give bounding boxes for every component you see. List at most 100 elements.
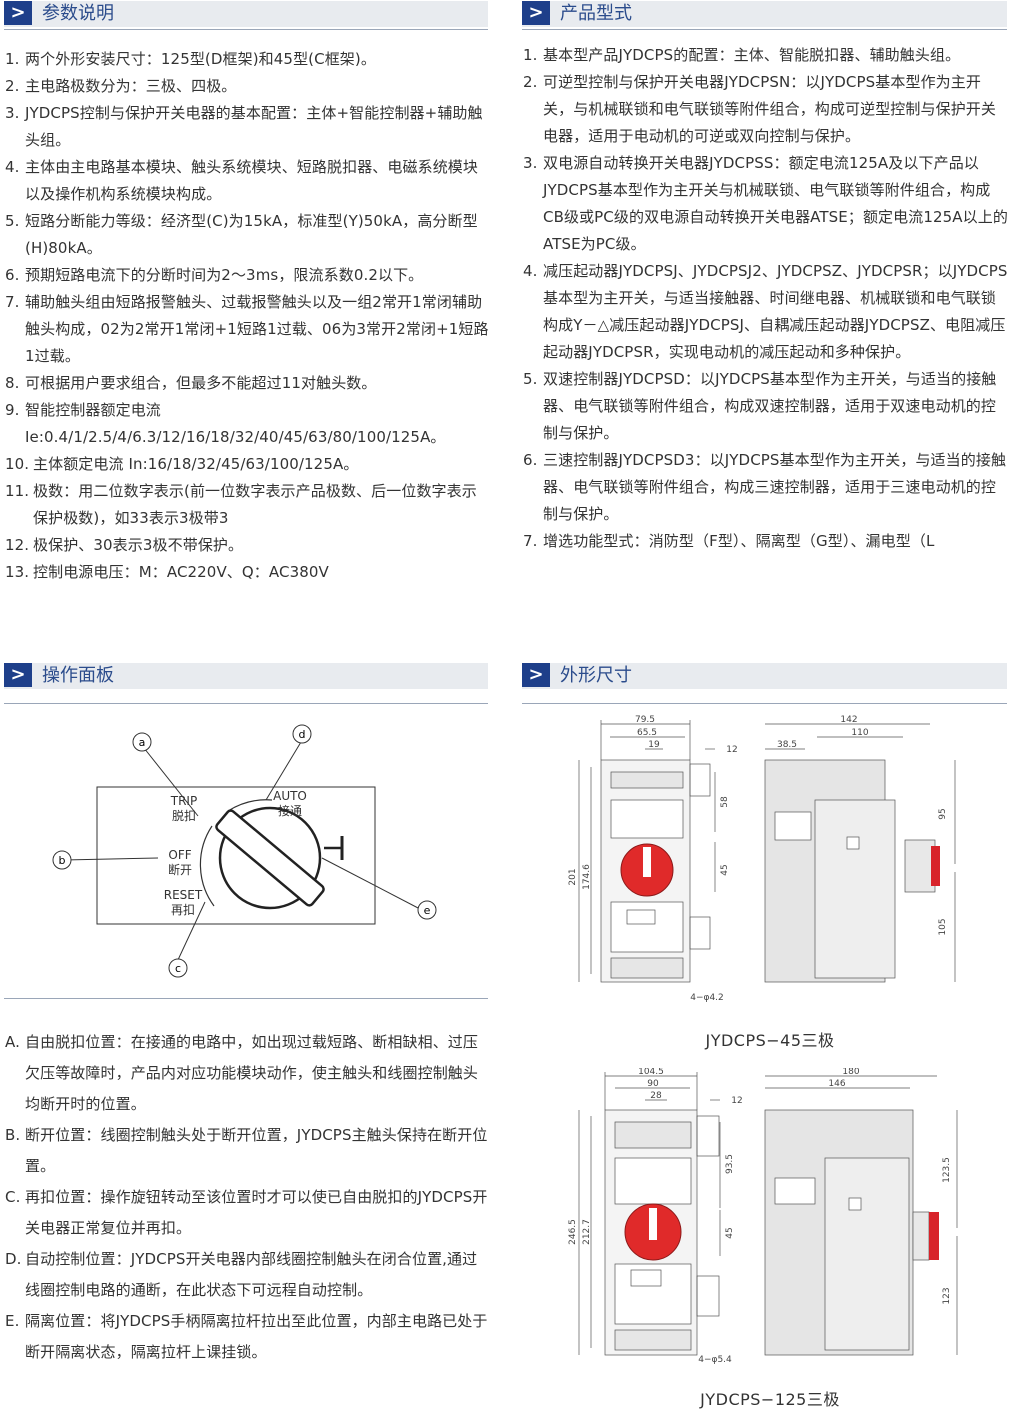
list-item: 3.JYDCPS控制与保护开关电器的基本配置：主体+智能控制器+辅助触头组。 (5, 100, 490, 154)
list-item-text: 断开位置：线圈控制触头处于断开位置，JYDCPS主触头保持在断开位置。 (25, 1126, 488, 1175)
list-item: 3. 双电源自动转换开关电器JYDCPSS：额定电流125A及以下产品以JYDCP… (523, 150, 1009, 258)
list-item-number: 9. (5, 401, 20, 419)
svg-text:a: a (139, 736, 146, 749)
svg-text:19: 19 (648, 740, 660, 750)
svg-text:c: c (175, 962, 181, 975)
off-label-cn: 断开 (168, 862, 192, 877)
list-item: D.自动控制位置：JYDCPS开关电器内部线圈控制触头在闭合位置,通过线圈控制电… (5, 1244, 490, 1306)
list-item-text: 主电路极数分为：三极、四极。 (25, 77, 237, 95)
svg-text:4−φ5.4: 4−φ5.4 (698, 1355, 732, 1365)
list-item-number: 7. (5, 293, 20, 311)
list-item: 7. 增选功能型式：消防型（F型）、隔离型（G型）、漏电型（L (523, 528, 1009, 555)
list-item-text: 自由脱扣位置：在接通的电路中，如出现过载短路、断相缺相、过压欠压等故障时，产品内… (25, 1033, 479, 1113)
list-item-number: 3. (523, 154, 538, 172)
svg-text:b: b (59, 854, 66, 867)
list-item-number: 1. (5, 50, 20, 68)
svg-text:4−φ4.2: 4−φ4.2 (690, 993, 724, 1003)
list-item: 13.控制电源电压：M：AC220V、Q：AC380V (5, 559, 490, 586)
svg-text:90: 90 (647, 1079, 659, 1089)
svg-text:d: d (299, 728, 306, 741)
section-header-dims: > 外形尺寸 (522, 663, 1007, 689)
list-item: 2.主电路极数分为：三极、四极。 (5, 73, 490, 100)
list-item-number: 1. (523, 46, 538, 64)
svg-text:79.5: 79.5 (635, 715, 655, 725)
svg-text:45: 45 (725, 1227, 735, 1238)
section-header-models: > 产品型式 (522, 1, 1007, 27)
auto-label-cn: 接通 (278, 803, 302, 818)
list-item: 12.极保护、30表示3极不带保护。 (5, 532, 490, 559)
list-item-number: 6. (523, 451, 538, 469)
list-item: 4.减压起动器JYDCPSJ、JYDCPSJ2、JYDCPSZ、JYDCPSR；… (523, 258, 1009, 366)
list-item-number: 8. (5, 374, 20, 392)
list-item: 10.主体额定电流 In:16/18/32/45/63/100/125A。 (5, 451, 490, 478)
list-item-number: B. (5, 1126, 21, 1144)
svg-text:12: 12 (726, 745, 737, 755)
list-item-number: 7. (523, 532, 538, 550)
list-item-text: 智能控制器额定电流Ie:0.4/1/2.5/4/6.3/12/16/18/32/… (25, 401, 446, 446)
list-item-text: 短路分断能力等级：经济型(C)为15kA，标准型(Y)50kA，高分断型(H)8… (25, 212, 478, 257)
svg-text:123: 123 (942, 1287, 952, 1304)
dimension-drawing-45: 79.5 65.5 19 12 201 174.6 58 45 4−φ4.2 1… (568, 715, 956, 1003)
list-item: 4. 主体由主电路基本模块、触头系统模块、短路脱扣器、电磁系统模块以及操作机构系统… (5, 154, 490, 208)
svg-text:201: 201 (568, 868, 578, 885)
list-item: 1.基本型产品JYDCPS的配置：主体、智能脱扣器、辅助触头组。 (523, 42, 1009, 69)
list-item: E.隔离位置：将JYDCPS手柄隔离拉杆拉出至此位置，内部主电路已处于断开隔离状… (5, 1306, 490, 1368)
svg-text:28: 28 (650, 1091, 662, 1101)
chevron-right-icon: > (4, 1, 32, 25)
divider (522, 703, 1007, 704)
list-item-number: 10. (5, 455, 30, 473)
list-item-text: 隔离位置：将JYDCPS手柄隔离拉杆拉出至此位置，内部主电路已处于断开隔离状态，… (25, 1312, 488, 1361)
svg-text:105: 105 (938, 918, 948, 935)
divider (4, 998, 488, 999)
chevron-right-icon: > (522, 663, 550, 687)
list-item-text: 增选功能型式：消防型（F型）、隔离型（G型）、漏电型（L (543, 532, 935, 550)
list-item: 5.双速控制器JYDCPSD：以JYDCPS基本型作为主开关，与适当的接触器、电… (523, 366, 1009, 447)
divider (4, 29, 488, 30)
list-item-text: 双电源自动转换开关电器JYDCPSS：额定电流125A及以下产品以JYDCPS基… (543, 154, 1008, 253)
list-item: C.再扣位置：操作旋钮转动至该位置时才可以使已自由脱扣的JYDCPS开关电器正常… (5, 1182, 490, 1244)
trip-label-cn: 脱扣 (172, 808, 196, 823)
chevron-right-icon: > (4, 663, 32, 687)
list-item: 6.预期短路电流下的分断时间为2～3ms，限流系数0.2以下。 (5, 262, 490, 289)
section-title: 外形尺寸 (560, 665, 632, 686)
svg-text:45: 45 (720, 864, 730, 875)
list-item-number: 5. (5, 212, 20, 230)
list-item-number: 2. (523, 73, 538, 91)
list-item-text: 可根据用户要求组合，但最多不能超过11对触头数。 (25, 374, 377, 392)
svg-text:104.5: 104.5 (638, 1068, 664, 1077)
section-title: 参数说明 (42, 3, 114, 24)
svg-text:123.5: 123.5 (942, 1157, 952, 1183)
positions-list: A. 自由脱扣位置：在接通的电路中，如出现过载短路、断相缺相、过压欠压等故障时，产… (5, 1027, 490, 1368)
list-item: A. 自由脱扣位置：在接通的电路中，如出现过载短路、断相缺相、过压欠压等故障时，产… (5, 1027, 490, 1120)
list-item-number: 4. (5, 158, 20, 176)
list-item-text: 辅助触头组由短路报警触头、过载报警触头以及一组2常开1常闭辅助触头构成，02为2… (25, 293, 489, 365)
svg-text:93.5: 93.5 (725, 1154, 735, 1174)
list-item-text: 主体由主电路基本模块、触头系统模块、短路脱扣器、电磁系统模块以及操作机构系统模块… (25, 158, 479, 203)
list-item-number: 3. (5, 104, 20, 122)
svg-text:38.5: 38.5 (777, 740, 797, 750)
list-item-text: 减压起动器JYDCPSJ、JYDCPSJ2、JYDCPSZ、JYDCPSR；以J… (543, 262, 1008, 361)
list-item-text: 三速控制器JYDCPSD3：以JYDCPS基本型作为主开关，与适当的接触器、电气… (543, 451, 1007, 523)
list-item-text: 控制电源电压：M：AC220V、Q：AC380V (33, 563, 329, 581)
caption-125: JYDCPS−125三极 (700, 1390, 840, 1409)
svg-text:180: 180 (842, 1068, 859, 1077)
svg-text:95: 95 (938, 808, 948, 819)
list-item: B.断开位置：线圈控制触头处于断开位置，JYDCPS主触头保持在断开位置。 (5, 1120, 490, 1182)
list-item: 7. 辅助触头组由短路报警触头、过载报警触头以及一组2常开1常闭辅助触头构成，02… (5, 289, 490, 370)
list-item-number: A. (5, 1033, 20, 1051)
list-item-number: D. (5, 1250, 22, 1268)
list-item-text: 可逆型控制与保护开关电器JYDCPSN：以JYDCPS基本型作为主开关，与机械联… (543, 73, 997, 145)
svg-text:65.5: 65.5 (637, 728, 657, 738)
svg-text:142: 142 (840, 715, 857, 725)
operation-panel-diagram: a d b c e TRIP 脱扣 OFF 断开 RESET 再扣 AUTO 接… (52, 724, 437, 978)
trip-label: TRIP (170, 794, 197, 808)
callout-c: c (168, 958, 188, 978)
list-item: 9. 智能控制器额定电流Ie:0.4/1/2.5/4/6.3/12/16/18/… (5, 397, 490, 451)
svg-text:212.7: 212.7 (582, 1219, 592, 1245)
list-item-text: 自动控制位置：JYDCPS开关电器内部线圈控制触头在闭合位置,通过线圈控制电路的… (25, 1250, 478, 1299)
svg-text:146: 146 (828, 1079, 845, 1089)
list-item-text: 主体额定电流 In:16/18/32/45/63/100/125A。 (33, 455, 359, 473)
chevron-right-icon: > (522, 1, 550, 25)
list-item: 11.极数：用二位数字表示(前一位数字表示产品极数、后一位数字表示保护极数)，如… (5, 478, 490, 532)
list-item-number: C. (5, 1188, 21, 1206)
